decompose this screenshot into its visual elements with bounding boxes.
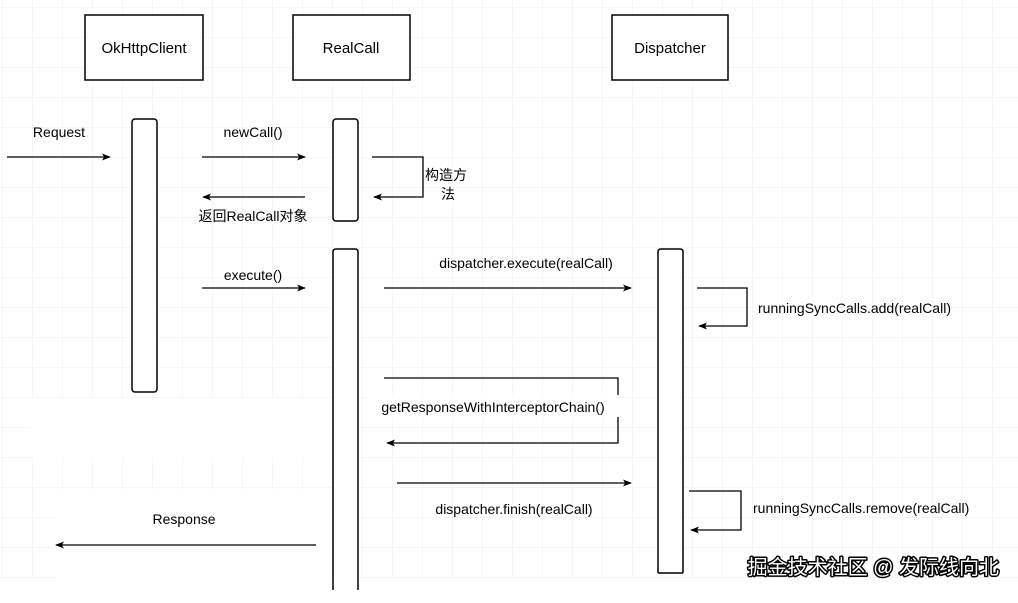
activation-bar-realcall-2: [332, 248, 359, 590]
blank-patch: [0, 578, 1018, 598]
activation-bar-client: [131, 118, 158, 393]
arrow-running-remove-self: [689, 490, 742, 534]
participant-label: Dispatcher: [634, 40, 706, 57]
label-response: Response: [152, 511, 215, 527]
participant-label: OkHttpClient: [101, 40, 187, 57]
label-get-response: getResponseWithInterceptorChain(): [381, 399, 604, 415]
arrow-constructor-self: [372, 156, 424, 201]
participant-okhttpclient: OkHttpClient: [84, 14, 204, 81]
label-dispatcher-execute: dispatcher.execute(realCall): [439, 255, 613, 271]
label-constructor-line2: 法: [441, 186, 455, 202]
arrow-running-add-self: [697, 287, 748, 330]
label-running-add: runningSyncCalls.add(realCall): [758, 300, 951, 316]
activation-bar-realcall-1: [332, 118, 359, 222]
label-newcall: newCall(): [223, 124, 282, 140]
activation-bar-dispatcher: [657, 248, 684, 573]
label-constructor-line1: 构造方: [425, 167, 467, 183]
label-dispatcher-finish: dispatcher.finish(realCall): [435, 501, 592, 517]
watermark: 掘金技术社区 @ 发际线向北: [748, 556, 999, 579]
blank-patch: [30, 398, 330, 458]
participant-dispatcher: Dispatcher: [611, 14, 729, 81]
participant-label: RealCall: [323, 40, 380, 57]
label-request: Request: [33, 124, 85, 140]
label-execute: execute(): [224, 267, 282, 283]
participant-realcall: RealCall: [292, 14, 411, 81]
label-return-realcall: 返回RealCall对象: [199, 208, 308, 224]
label-bg: [367, 395, 619, 417]
label-running-remove: runningSyncCalls.remove(realCall): [753, 500, 969, 516]
